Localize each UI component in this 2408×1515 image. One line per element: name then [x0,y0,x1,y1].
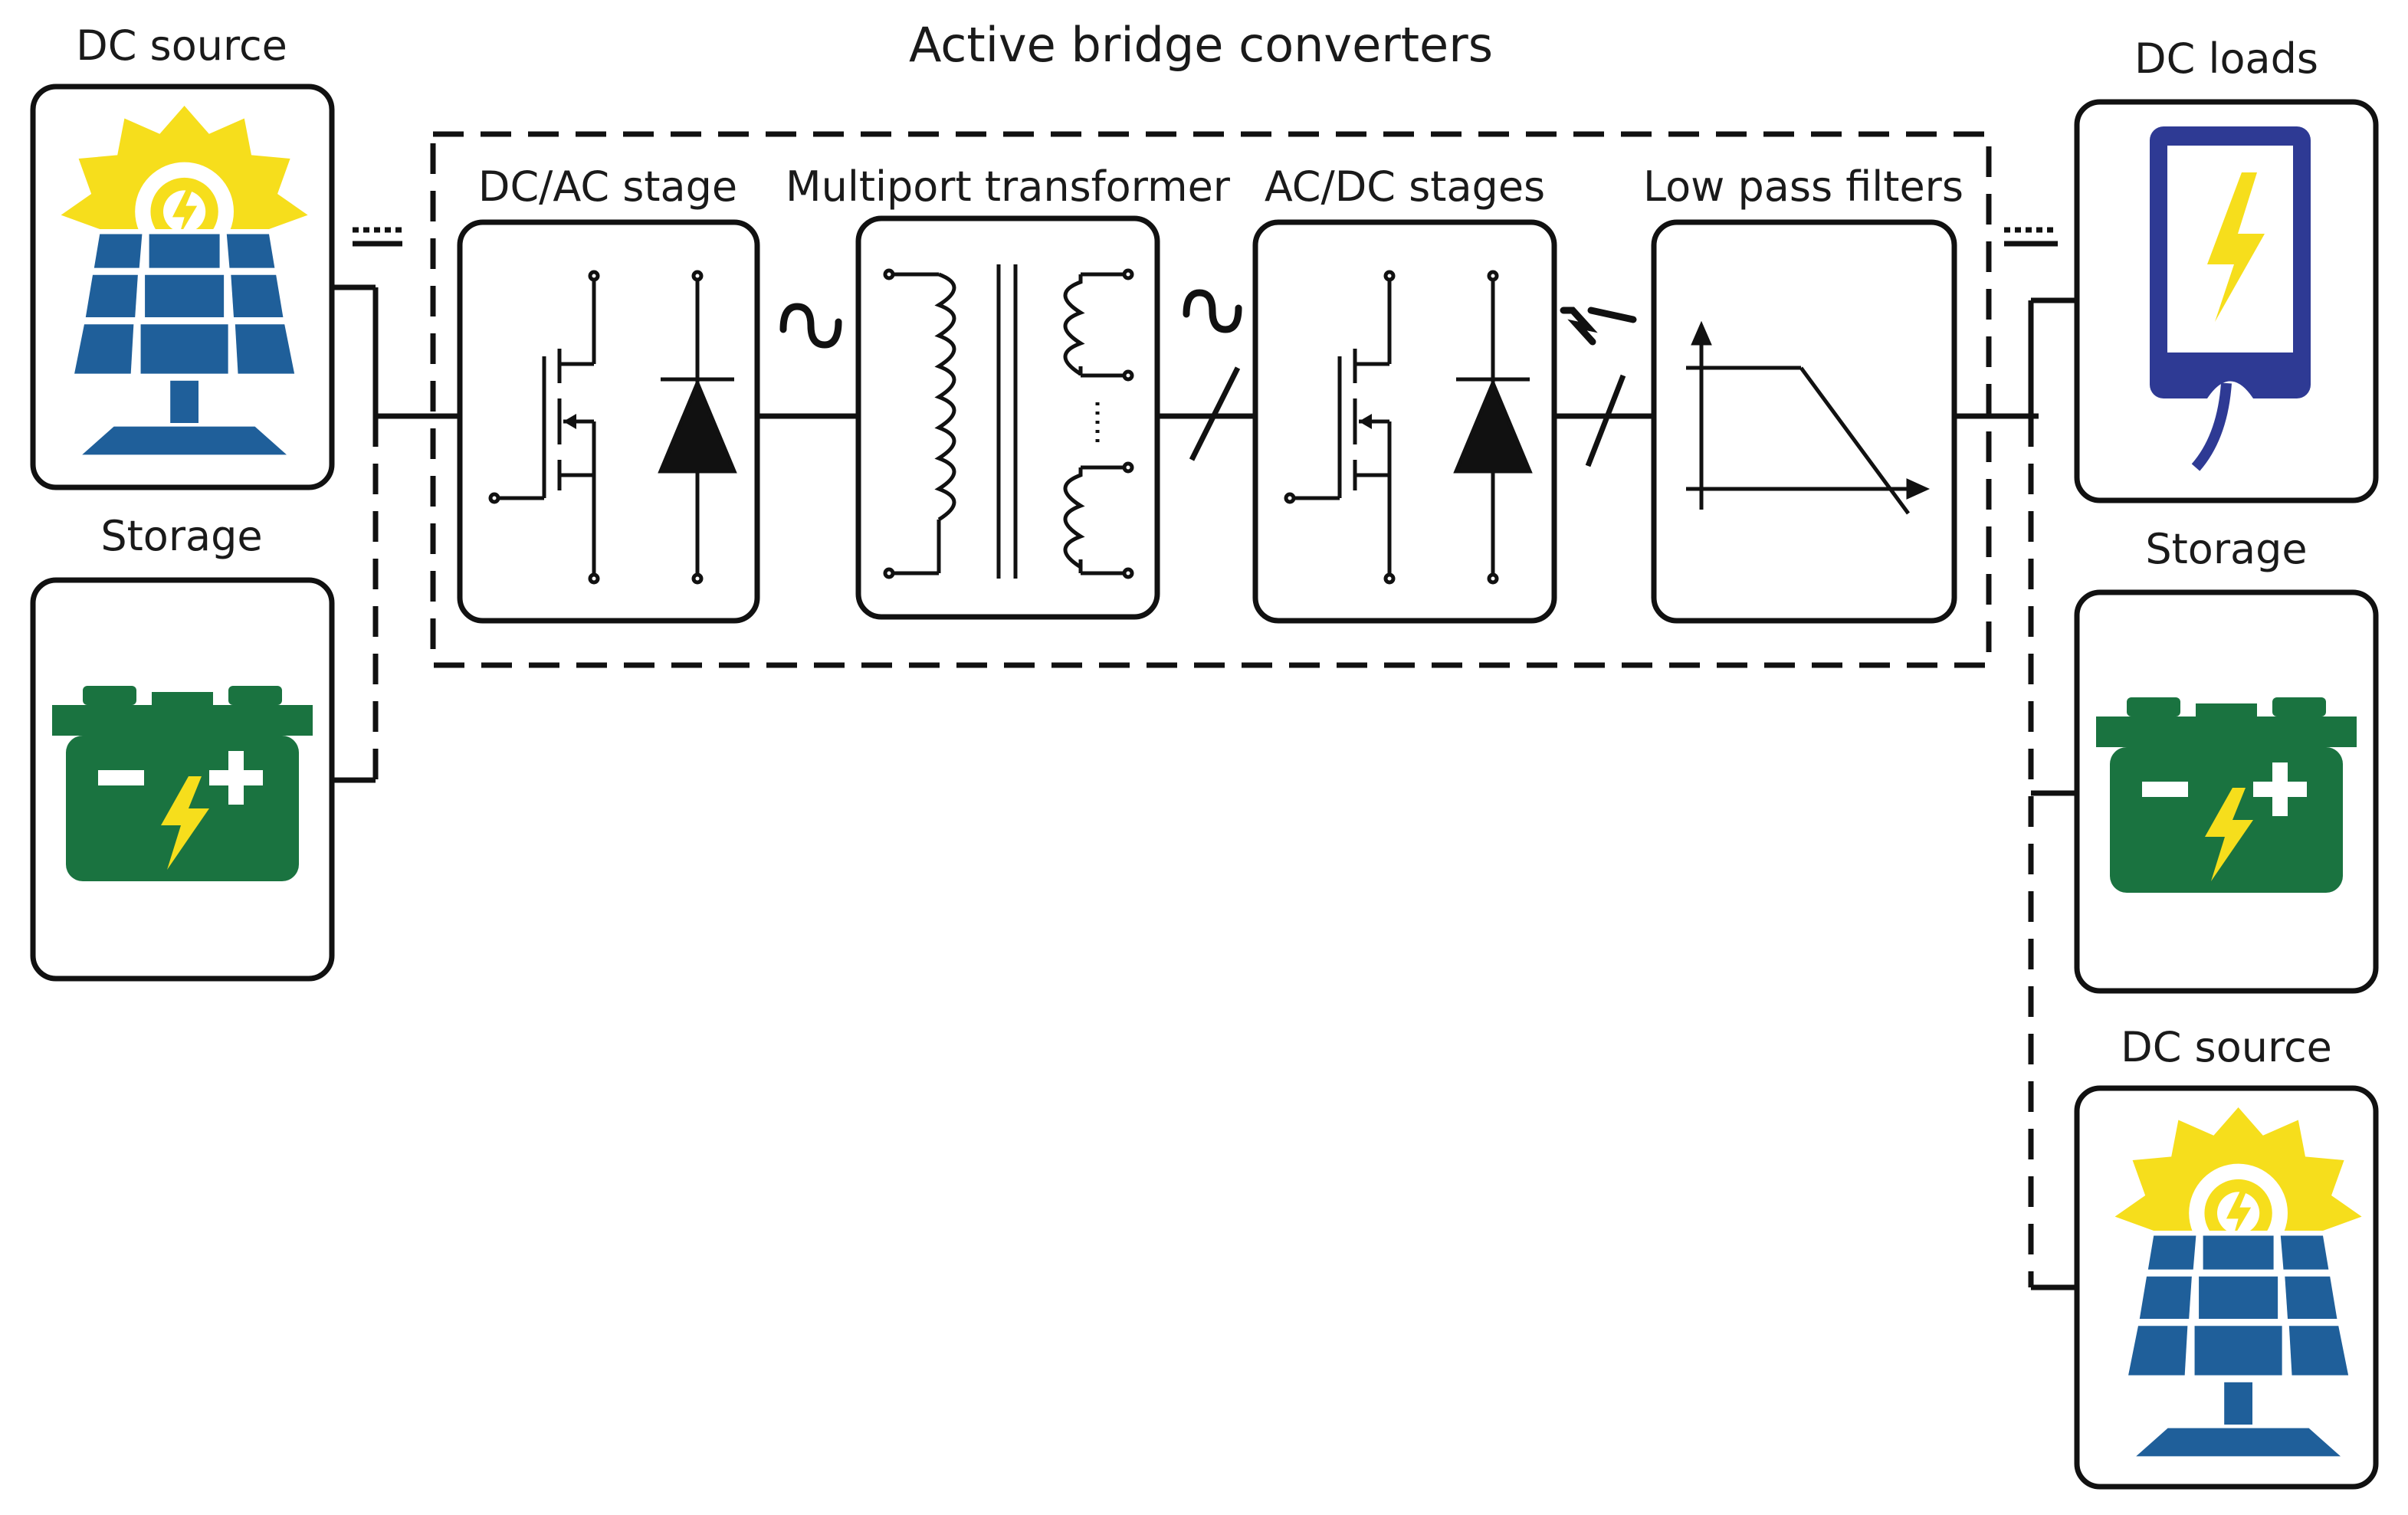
ac-wave-icons [779,289,1637,349]
left-connections [332,227,460,783]
right-loads-label: DC loads [2134,34,2318,83]
lowpass-graph-icon [1686,320,1931,515]
dcac-stage-label: DC/AC stage [478,162,737,211]
diagram-title: Active bridge converters [909,17,1493,73]
lpf-label: Low pass filters [1643,162,1963,211]
right-source-label: DC source [2121,1023,2332,1071]
dcac-stage-box [457,219,760,624]
battery-icon [52,686,313,881]
acdc-stage-box [1252,219,1557,624]
signal-path [757,366,2039,467]
phone-charging-icon [2150,126,2311,471]
left-source-label: DC source [76,21,287,70]
right-storage-label: Storage [2145,525,2307,573]
right-connections [2004,227,2077,1290]
acdc-stage-label: AC/DC stages [1265,162,1545,211]
transformer-icon [883,264,1134,579]
left-storage-label: Storage [100,512,262,560]
battery-icon [2096,697,2357,893]
active-bridge-boundary [430,131,1992,668]
lpf-box [1651,219,1957,624]
transformer-box [855,215,1160,620]
transformer-label: Multiport transformer [786,162,1231,211]
